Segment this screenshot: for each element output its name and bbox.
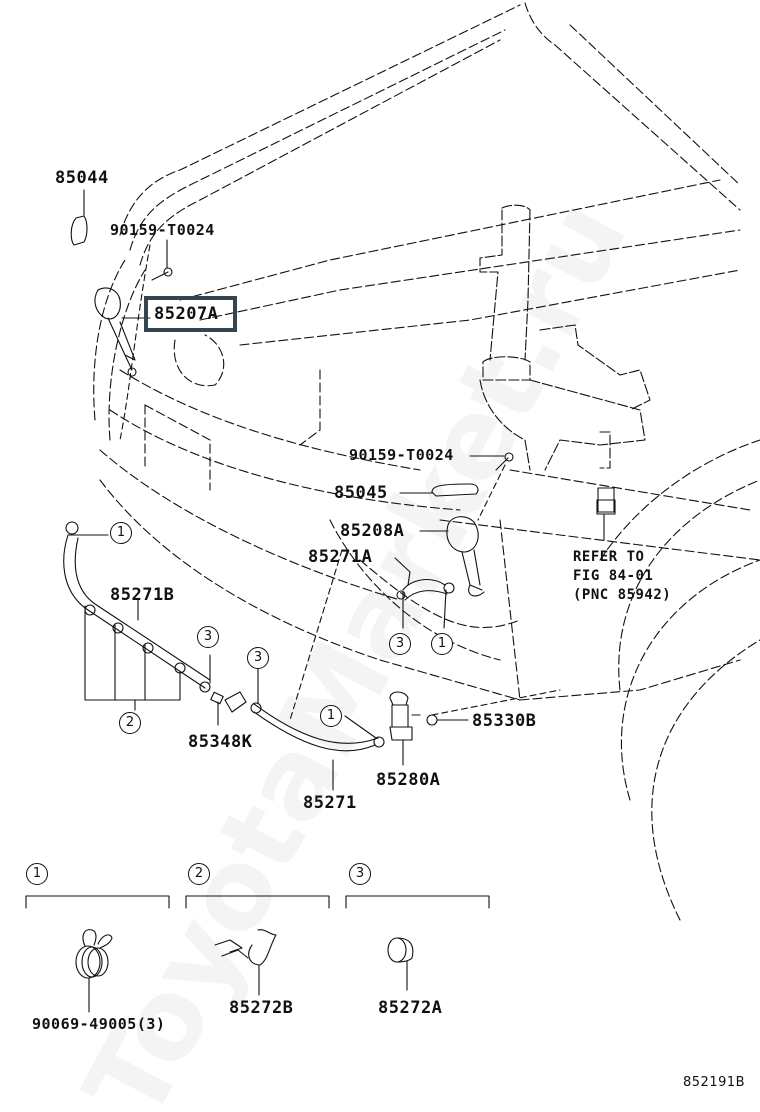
pump-85280a-drawing [389,691,421,766]
part-label-85280a[interactable]: 85280A [376,770,441,790]
bolt-right-drawing [469,452,514,521]
clip-85272b-drawing [214,929,277,996]
part-label-85044[interactable]: 85044 [55,168,109,188]
part-label-85271b[interactable]: 85271B [110,585,175,605]
nozzle-85207a-drawing [94,287,151,377]
grommet-85330b-drawing [426,689,561,726]
clip-85272a-drawing [387,937,414,991]
part-label-85271[interactable]: 85271 [303,793,357,813]
part-label-85271a[interactable]: 85271A [308,547,373,567]
legend-part-85272b[interactable]: 85272B [229,998,294,1018]
hose-85271a-drawing [394,557,455,629]
part-label-90159-right[interactable]: 90159-T0024 [349,446,454,464]
legend-part-90069[interactable]: 90069-49005(3) [32,1015,166,1033]
highlight-box [144,296,237,332]
callout-3: 3 [197,626,219,648]
washer-tank [479,204,651,471]
part-label-85348k[interactable]: 85348K [188,732,253,752]
part-label-85207a[interactable]: 85207A [154,304,219,324]
cap-85045-drawing [399,483,479,497]
clamp-90069-drawing [75,929,113,1013]
part-label-85208a[interactable]: 85208A [340,521,405,541]
reference-note: REFER TO FIG 84-01 (PNC 85942) [573,549,672,603]
nozzle-85208a-drawing [419,516,485,597]
legend-brackets [25,895,490,909]
part-label-85045[interactable]: 85045 [334,483,388,503]
cap-85044-drawing [70,189,88,246]
callout-3: 3 [389,633,411,655]
hose-85271-drawing [250,549,385,791]
callout-1: 1 [320,705,342,727]
part-label-85330b[interactable]: 85330B [472,711,537,731]
legend-callout-1: 1 [26,863,48,885]
hose-85271b-drawing [63,521,211,711]
legend-callout-3: 3 [349,863,371,885]
relay-part [596,487,616,541]
vehicle-body-outline [93,2,760,921]
bolt-left-drawing [119,239,173,441]
legend-callout-2: 2 [188,863,210,885]
legend-part-85272a[interactable]: 85272A [378,998,443,1018]
callout-1: 1 [110,522,132,544]
callout-2: 2 [119,712,141,734]
part-label-90159-left[interactable]: 90159-T0024 [110,221,215,239]
figure-code: 852191B [683,1075,746,1090]
callout-3: 3 [247,647,269,669]
joint-85348k-drawing [210,691,247,726]
callout-1: 1 [431,633,453,655]
